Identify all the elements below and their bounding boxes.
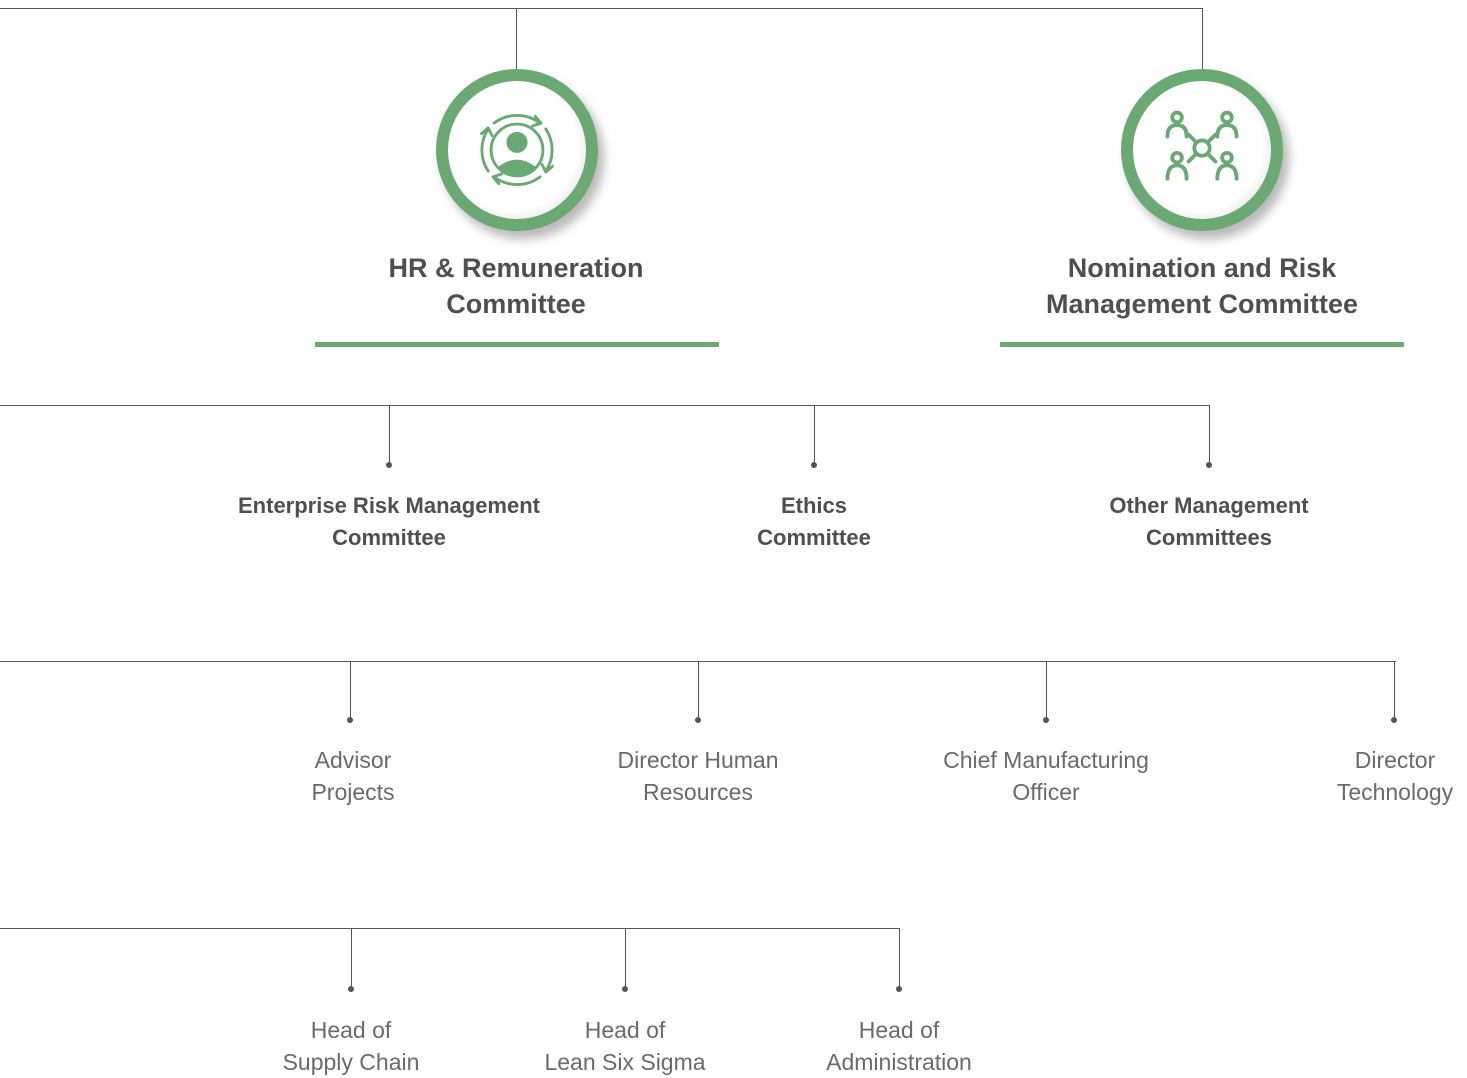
ethics-dot <box>811 462 817 468</box>
hr-remuneration-underline <box>315 342 719 347</box>
advisor-dot <box>347 717 353 723</box>
head-lean-six-sigma-label: Head of Lean Six Sigma <box>544 1017 706 1075</box>
cmo-stem <box>1046 661 1047 719</box>
hr-remuneration-emblem <box>436 69 598 231</box>
committee-connector-line <box>0 8 1203 9</box>
supply-chain-stem <box>351 928 352 988</box>
erm-committee-label: Enterprise Risk Management Committee <box>238 493 540 550</box>
chief-manufacturing-officer-label: Chief Manufacturing Officer <box>943 747 1149 805</box>
erm-dot <box>386 462 392 468</box>
lean-six-sigma-dot <box>622 986 628 992</box>
director-hr-dot <box>695 717 701 723</box>
other-mgmt-stem <box>1209 405 1210 464</box>
director-technology-label: Director Technology <box>1336 747 1454 805</box>
ethics-committee-label: Ethics Committee <box>757 493 871 550</box>
director-human-resources-label: Director Human Resources <box>617 747 779 805</box>
administration-dot <box>896 986 902 992</box>
person-cycle-icon <box>480 114 554 186</box>
heads-connector-line <box>0 928 900 929</box>
other-management-committees-label: Other Management Committees <box>1109 493 1309 550</box>
nomination-risk-committee-title: Nomination and Risk Management Committee <box>1045 253 1359 319</box>
management-connector-line <box>0 405 1210 406</box>
director-hr-stem <box>698 661 699 719</box>
ethics-stem <box>814 405 815 464</box>
cmo-dot <box>1043 717 1049 723</box>
lean-six-sigma-stem <box>625 928 626 988</box>
nomination-risk-underline <box>1000 342 1404 347</box>
director-tech-dot <box>1391 717 1397 723</box>
advisor-projects-label: Advisor Projects <box>311 747 395 805</box>
administration-stem <box>899 928 900 988</box>
advisor-stem <box>350 661 351 719</box>
director-tech-stem <box>1394 661 1395 719</box>
nomination-risk-emblem <box>1121 69 1283 231</box>
head-administration-label: Head of Administration <box>826 1017 972 1075</box>
hr-committee-stem <box>516 8 517 72</box>
hr-remuneration-committee-title: HR & Remuneration Committee <box>388 253 644 319</box>
supply-chain-dot <box>348 986 354 992</box>
head-supply-chain-label: Head of Supply Chain <box>282 1017 420 1075</box>
other-mgmt-dot <box>1206 462 1212 468</box>
erm-stem <box>389 405 390 464</box>
nomination-committee-stem <box>1202 8 1203 72</box>
people-network-icon <box>1165 110 1239 181</box>
